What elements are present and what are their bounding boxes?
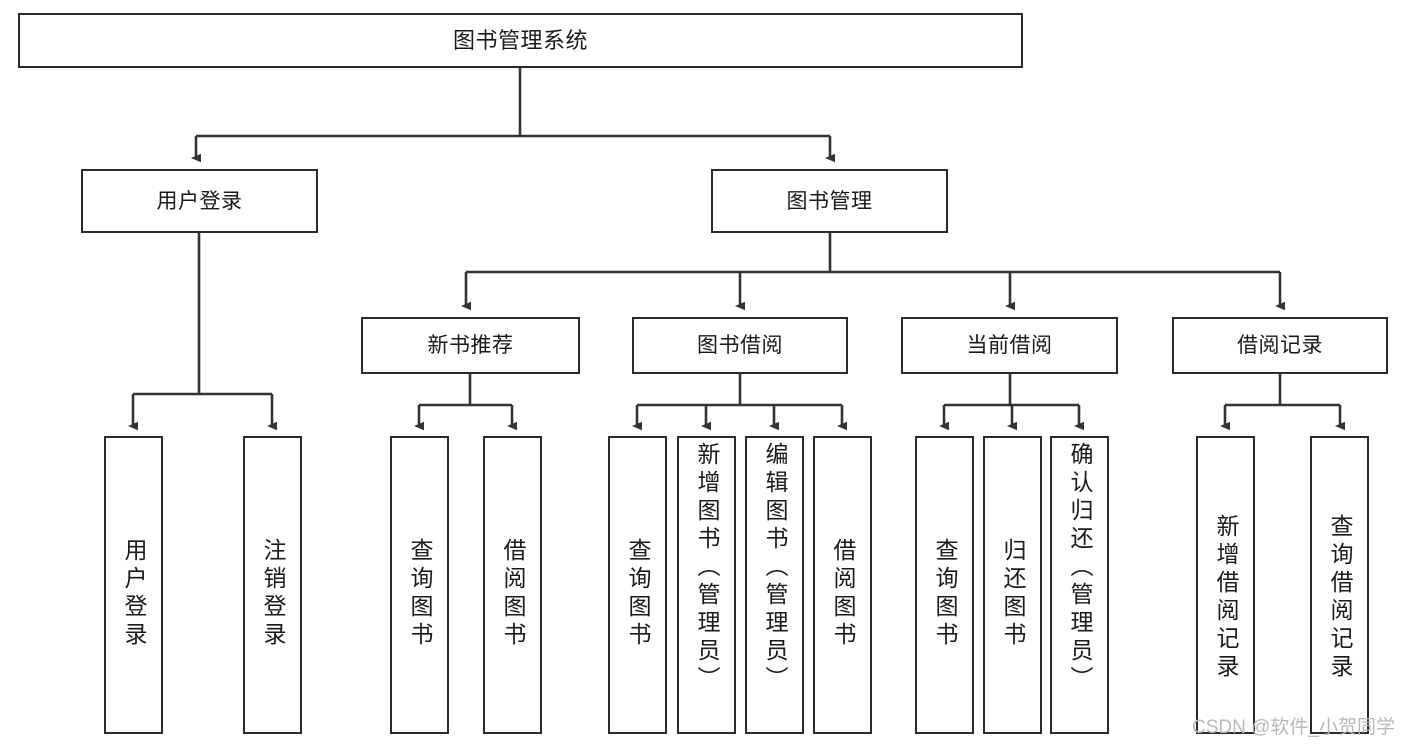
node-new-book-recommendation[interactable]: 新书推荐 [361,317,580,374]
node-borrow-record[interactable]: 借阅记录 [1172,317,1388,374]
node-book-management[interactable]: 图书管理 [711,169,948,233]
leaf-user-login-login[interactable]: 用户登录 [104,436,163,734]
node-label: 图书管理系统 [452,27,588,53]
node-label: 查询图书 [625,538,651,650]
node-label: 新增图书（管理员） [694,442,720,694]
node-label: 图书借阅 [697,334,783,357]
node-label: 查询借阅记录 [1327,514,1353,682]
node-label: 编辑图书（管理员） [762,442,788,694]
leaf-current-borrow-return-books[interactable]: 归还图书 [983,436,1042,734]
node-label: 归还图书 [1000,538,1026,650]
node-user-login[interactable]: 用户登录 [81,169,318,233]
leaf-borrow-record-query-record[interactable]: 查询借阅记录 [1310,436,1369,734]
node-label: 查询图书 [407,538,433,650]
node-label: 注销登录 [260,538,286,650]
node-root-library-management-system[interactable]: 图书管理系统 [18,13,1023,68]
leaf-new-book-borrow-books[interactable]: 借阅图书 [483,436,542,734]
node-label: 图书管理 [786,189,873,213]
node-label: 借阅图书 [830,538,856,650]
node-label: 查询图书 [932,538,958,650]
node-current-borrowing[interactable]: 当前借阅 [901,317,1118,374]
leaf-book-borrow-edit-book-admin[interactable]: 编辑图书（管理员） [745,436,804,734]
node-label: 借阅图书 [500,538,526,650]
node-label: 确认归还（管理员） [1067,442,1093,694]
node-book-borrowing[interactable]: 图书借阅 [632,317,848,374]
node-label: 用户登录 [121,538,147,650]
leaf-user-login-logout[interactable]: 注销登录 [243,436,302,734]
node-label: 用户登录 [156,189,243,213]
node-label: 当前借阅 [966,334,1053,357]
leaf-current-borrow-confirm-return-admin[interactable]: 确认归还（管理员） [1050,436,1109,734]
node-label: 新书推荐 [427,334,514,357]
leaf-book-borrow-query-books[interactable]: 查询图书 [608,436,667,734]
leaf-book-borrow-add-book-admin[interactable]: 新增图书（管理员） [677,436,736,734]
leaf-book-borrow-borrow-books[interactable]: 借阅图书 [813,436,872,734]
node-label: 新增借阅记录 [1213,514,1239,682]
leaf-borrow-record-add-record[interactable]: 新增借阅记录 [1196,436,1255,734]
leaf-new-book-query-books[interactable]: 查询图书 [390,436,449,734]
node-label: 借阅记录 [1237,334,1323,357]
csdn-watermark: CSDN @软件_小贺同学 [1192,717,1395,738]
leaf-current-borrow-query-books[interactable]: 查询图书 [915,436,974,734]
